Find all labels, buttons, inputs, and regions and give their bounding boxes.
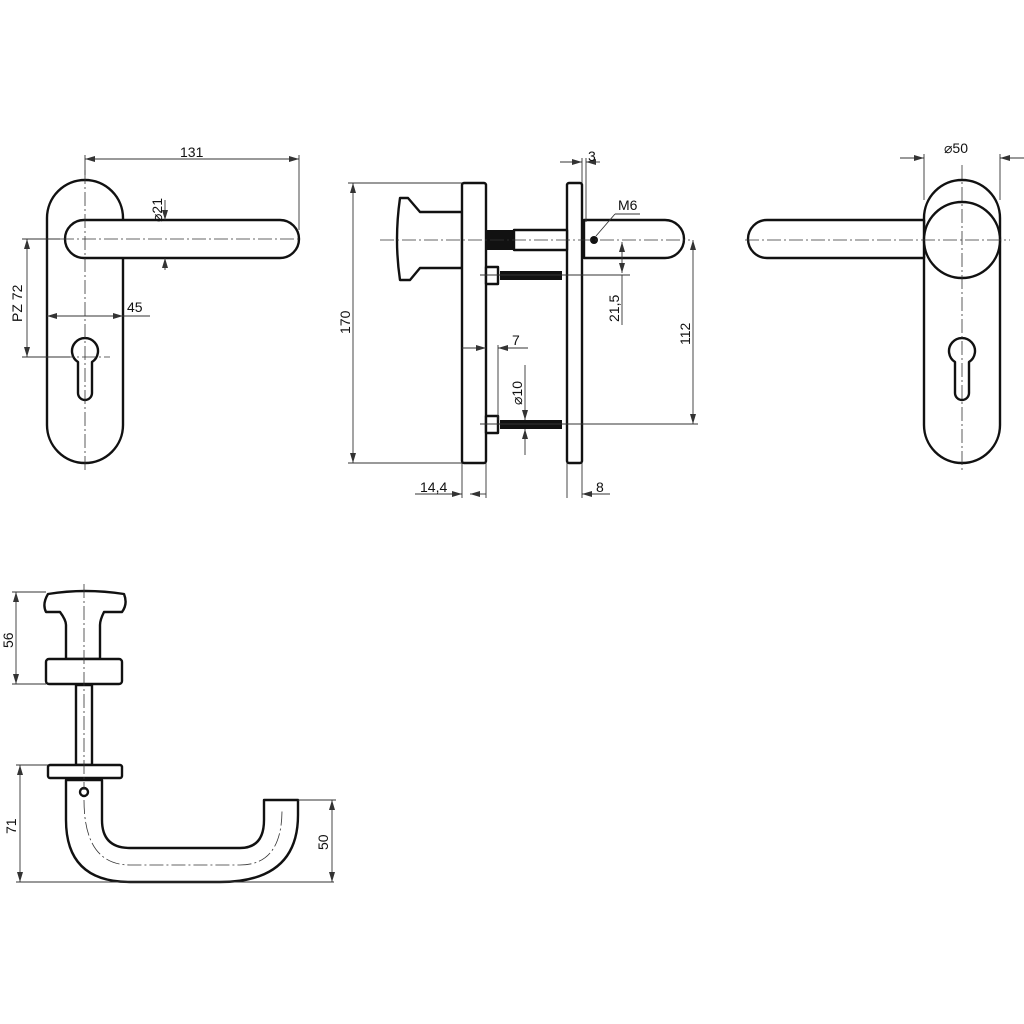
outer-plate: [565, 181, 584, 465]
rear-view: ⌀50: [745, 140, 1024, 470]
dim-pz-72: PZ 72: [9, 284, 25, 322]
top-view: 56 71 50: [0, 584, 336, 884]
dim-45: 45: [127, 299, 143, 315]
dim-112: 112: [677, 322, 693, 345]
thumb-turn-knob: [395, 196, 464, 282]
dim-8: 8: [596, 479, 604, 495]
rear-lever: [746, 218, 926, 260]
lever-rosette: [46, 763, 124, 780]
dim-14-4: 14,4: [420, 479, 447, 495]
dim-71: 71: [3, 818, 19, 834]
dim-131: 131: [180, 144, 204, 160]
label-m6: M6: [618, 197, 638, 213]
fixing-screw-bottom: [500, 420, 562, 429]
dim-diameter-21: ⌀21: [149, 198, 165, 222]
fixing-screw-top: [500, 271, 562, 280]
dim-170: 170: [337, 310, 353, 334]
dim-7: 7: [512, 332, 520, 348]
dim-21-5: 21,5: [606, 295, 622, 322]
dim-diameter-10: ⌀10: [509, 381, 525, 405]
inner-plate: [460, 181, 488, 465]
u-lever: [64, 778, 300, 884]
dim-3: 3: [588, 148, 596, 164]
grub-screw-m6: [590, 236, 598, 244]
lever-side: [582, 218, 686, 260]
front-view: 131 ⌀21 45 PZ 72: [9, 144, 301, 470]
dim-50: 50: [315, 834, 331, 850]
side-view: 170 3 M6 21,5 112 7 ⌀10 14,4 8: [337, 148, 698, 498]
dim-diameter-50: ⌀50: [944, 140, 968, 156]
dim-56: 56: [0, 632, 16, 648]
top-knob: [43, 589, 127, 661]
